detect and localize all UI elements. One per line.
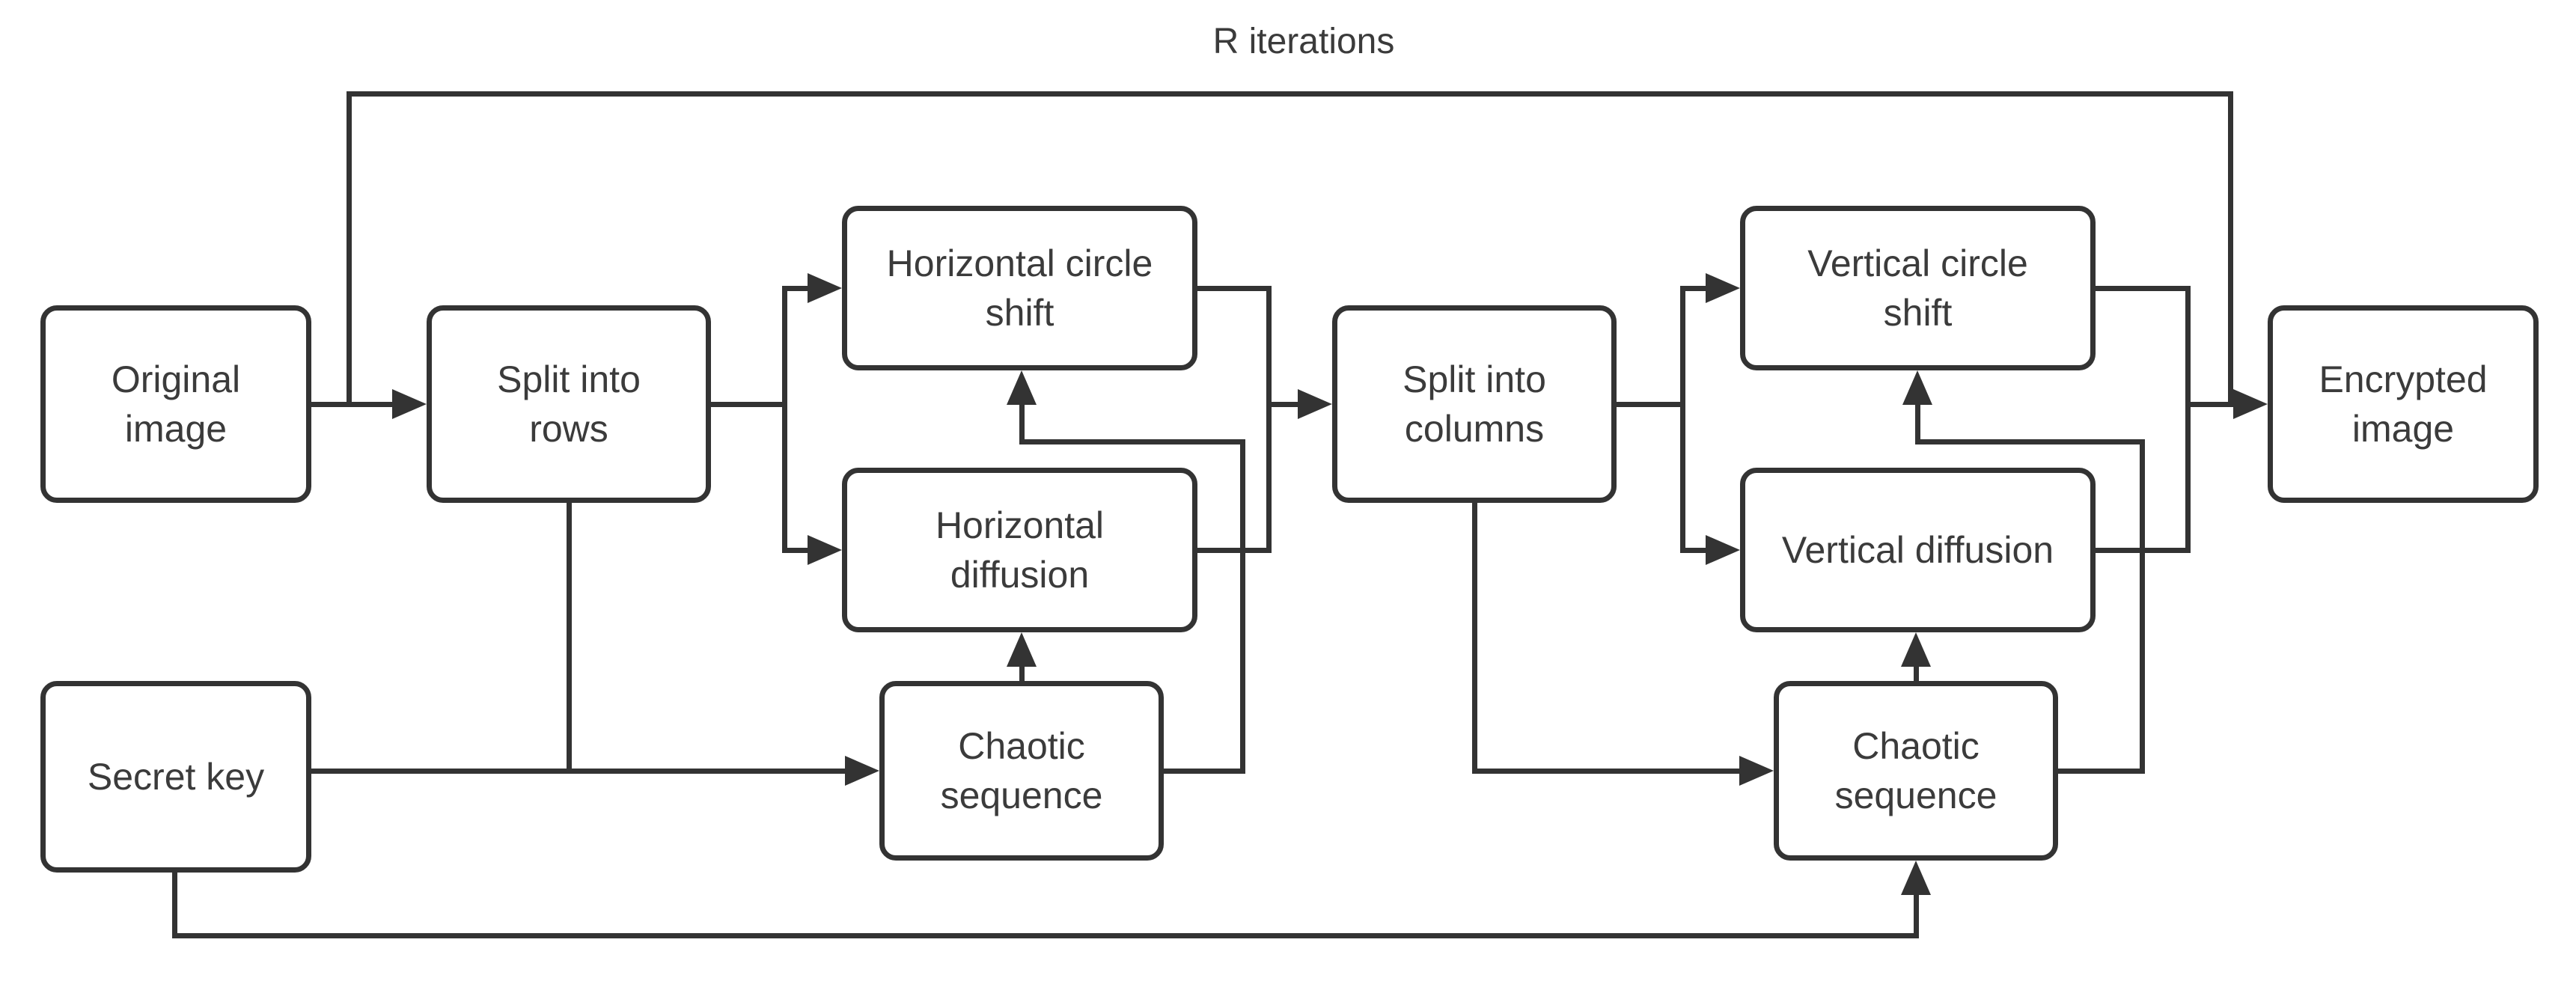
- edge-chaotic1-loop-vertical: [1240, 439, 1245, 774]
- edge-vbranch-top: [1680, 286, 1710, 291]
- edge-hshift-out: [1197, 286, 1272, 291]
- edge-splitcols-down: [1472, 503, 1477, 774]
- edge-hmerge-out: [1266, 402, 1302, 407]
- node-split-into-rows: Split into rows: [427, 305, 711, 503]
- edge-chaotic2-right: [2058, 769, 2144, 774]
- arrowhead-into-vshift: [1706, 273, 1740, 303]
- edge-hdiff-out: [1197, 548, 1272, 553]
- edge-vdiff-out: [2096, 548, 2191, 553]
- arrowhead-into-splitcols: [1298, 389, 1332, 419]
- edge-vbranch-bottom: [1680, 548, 1710, 553]
- edge-chaotic2-loop-horizontal: [1915, 439, 2145, 444]
- edge-splitcols-to-chaotic2: [1472, 769, 1742, 774]
- edge-splitcols-out: [1617, 402, 1685, 407]
- node-vertical-circle-shift: Vertical circle shift: [1740, 206, 2096, 370]
- edge-chaotic1-loop-up: [1019, 400, 1025, 442]
- feedback-loop-right-line: [2228, 91, 2233, 407]
- arrowhead-into-hshift-bottom: [1007, 370, 1037, 405]
- edge-chaotic2-up: [1914, 662, 1919, 684]
- edge-secret-down: [172, 873, 177, 938]
- edge-secret-to-chaotic2-up: [1914, 892, 1919, 938]
- iterations-label: R iterations: [1212, 22, 1395, 61]
- edge-vmerge-vertical: [2185, 286, 2191, 553]
- arrowhead-into-encrypted: [2233, 389, 2268, 419]
- arrowhead-into-vdiff-bottom: [1901, 632, 1931, 667]
- node-secret-key: Secret key: [40, 681, 311, 873]
- arrowhead-into-hshift: [808, 273, 842, 303]
- feedback-loop-top-line: [347, 91, 2233, 97]
- edge-chaotic2-loop-up: [1915, 400, 1920, 442]
- edge-chaotic1-up: [1019, 662, 1025, 684]
- arrowhead-into-chaotic2-bottom: [1901, 861, 1931, 895]
- edge-hbranch-bottom: [782, 548, 812, 553]
- arrowhead-into-vshift-bottom: [1902, 370, 1932, 405]
- edge-secret-bottom-long: [172, 933, 1919, 938]
- edge-splitrows-out: [711, 402, 787, 407]
- arrowhead-into-hdiff: [808, 535, 842, 565]
- edge-original-to-splitrows: [311, 402, 395, 407]
- edge-vbranch-vertical: [1680, 286, 1685, 553]
- arrowhead-into-hdiff-bottom: [1007, 632, 1037, 667]
- edge-hmerge-vertical: [1266, 286, 1272, 553]
- node-horizontal-circle-shift: Horizontal circle shift: [842, 206, 1197, 370]
- node-encrypted-image: Encrypted image: [2268, 305, 2539, 503]
- edge-vshift-out: [2096, 286, 2191, 291]
- node-vertical-diffusion: Vertical diffusion: [1740, 468, 2096, 632]
- edge-chaotic1-loop-horizontal: [1019, 439, 1245, 444]
- edge-chaotic2-loop-vertical: [2140, 439, 2145, 774]
- arrowhead-into-splitrows: [392, 389, 427, 419]
- edge-hbranch-top: [782, 286, 812, 291]
- node-split-into-columns: Split into columns: [1332, 305, 1617, 503]
- edge-splitrows-down: [567, 503, 572, 774]
- arrowhead-into-chaotic1: [845, 756, 879, 786]
- edge-vmerge-out: [2185, 402, 2238, 407]
- node-chaotic-sequence-left: Chaotic sequence: [879, 681, 1164, 861]
- edge-chaotic1-right: [1164, 769, 1245, 774]
- arrowhead-into-vdiff: [1706, 535, 1740, 565]
- feedback-loop-left-line: [347, 91, 352, 407]
- node-horizontal-diffusion: Horizontal diffusion: [842, 468, 1197, 632]
- edge-secret-to-chaotic1: [311, 769, 848, 774]
- node-original-image: Original image: [40, 305, 311, 503]
- node-chaotic-sequence-right: Chaotic sequence: [1774, 681, 2058, 861]
- edge-hbranch-vertical: [782, 286, 787, 553]
- arrowhead-into-chaotic2: [1739, 756, 1774, 786]
